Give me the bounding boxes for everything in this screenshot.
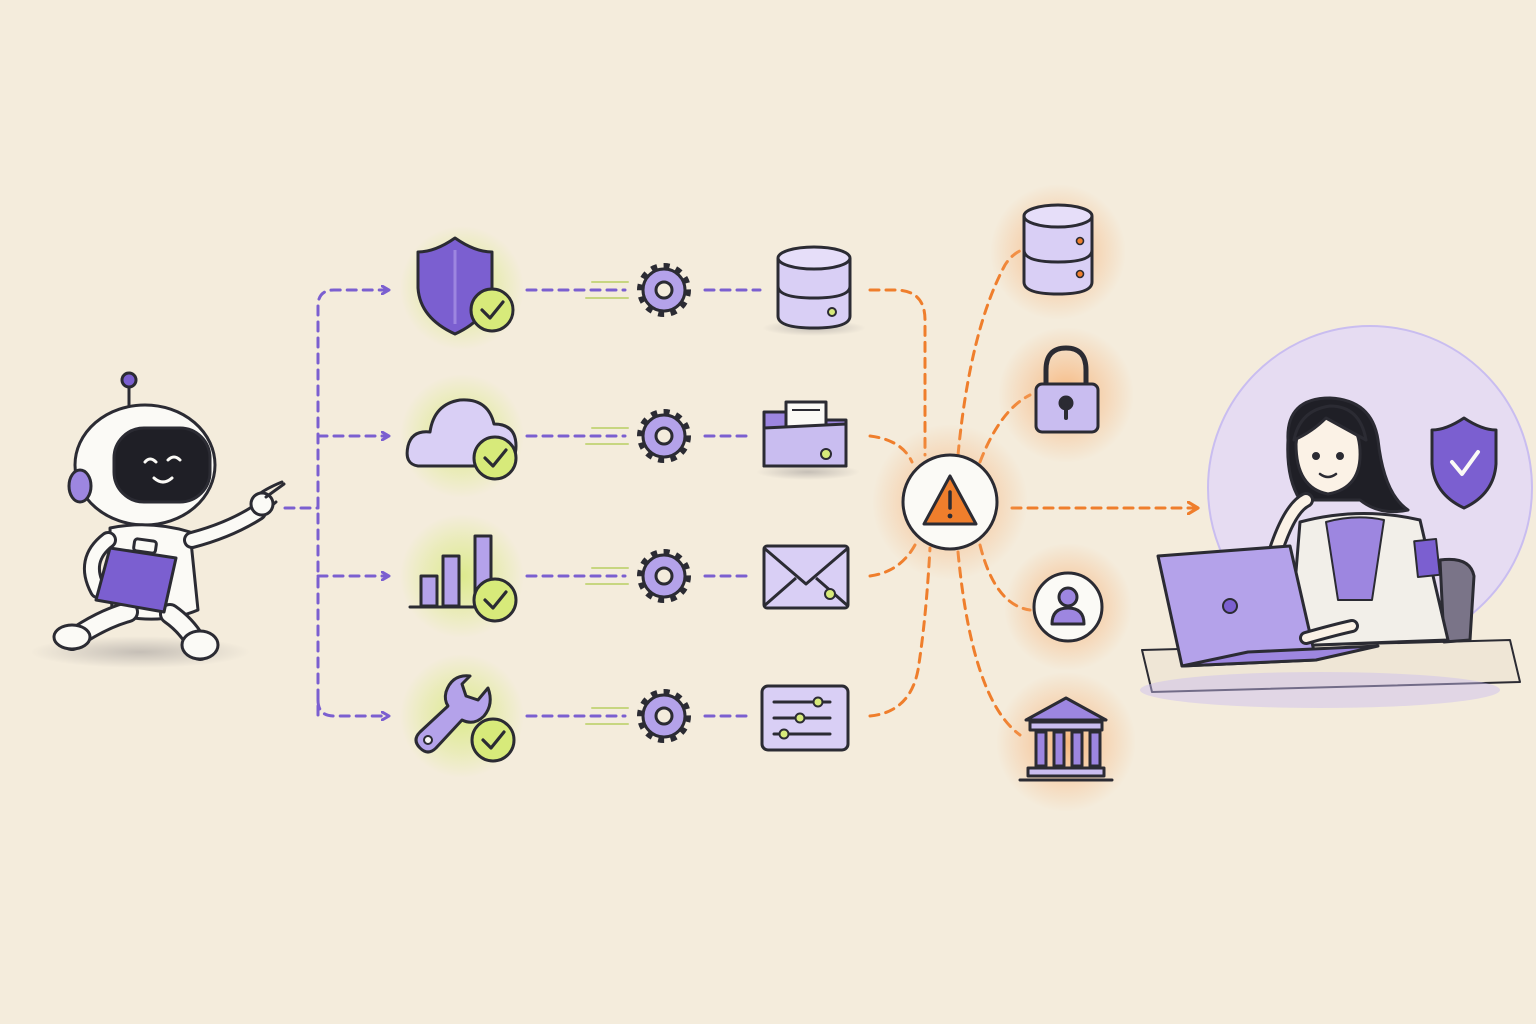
gear-icon [637, 689, 691, 743]
shield-icon [400, 226, 524, 350]
envelope-icon [762, 544, 850, 610]
wrench-icon [400, 654, 524, 778]
person-at-laptop-icon [1140, 325, 1533, 708]
gear-icon [637, 409, 691, 463]
padlock-icon [998, 327, 1134, 463]
gear-icon [637, 263, 691, 317]
check-badge-icon [472, 435, 518, 481]
check-column [400, 226, 524, 778]
resource-column [756, 245, 866, 752]
cloud-icon [400, 374, 524, 498]
settings-sliders-icon [760, 684, 850, 752]
check-to-gear-connectors [525, 288, 762, 718]
check-badge-icon [469, 287, 515, 333]
agent-to-checks-connectors [283, 290, 388, 716]
warning-triangle-icon [922, 474, 978, 526]
user-icon [1004, 543, 1132, 671]
gear-icon [637, 549, 691, 603]
motion-lines [585, 281, 629, 725]
shield-check-icon [1430, 416, 1498, 510]
bank-icon [996, 672, 1136, 812]
database-icon [762, 245, 866, 336]
robot-with-clipboard-icon [30, 371, 286, 668]
gear-column [637, 263, 691, 743]
folder-icon [756, 400, 860, 480]
warning-hub [872, 424, 1028, 580]
check-badge-icon [470, 717, 516, 763]
clipboard-icon [94, 537, 178, 614]
output-column [990, 184, 1136, 812]
database-icon [990, 184, 1126, 320]
check-badge-icon [472, 577, 518, 623]
